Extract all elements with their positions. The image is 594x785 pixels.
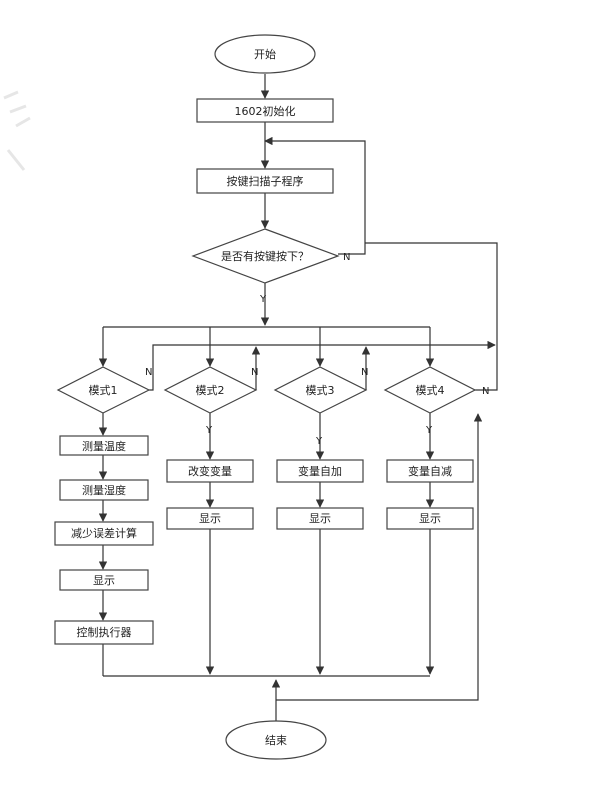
start-terminal: 开始 — [214, 34, 316, 74]
init-label: 1602初始化 — [235, 104, 296, 118]
mode4-label: 模式4 — [416, 384, 445, 397]
m3-display-label: 显示 — [309, 512, 331, 525]
m2-display: 显示 — [166, 507, 254, 530]
decision-no-label: N — [343, 252, 350, 263]
init-process: 1602初始化 — [196, 98, 334, 123]
mode2-yes-label: Y — [205, 425, 213, 436]
mode2-label: 模式2 — [196, 384, 225, 397]
keypress-decision: 是否有按键按下？ — [191, 228, 340, 284]
mode4-decision: 模式4 — [383, 366, 477, 414]
m4-display-label: 显示 — [419, 512, 441, 525]
m4-variable-decrement: 变量自减 — [386, 459, 474, 483]
m1-measure-temp: 测量温度 — [59, 435, 149, 456]
m1-measure-humidity: 测量湿度 — [59, 479, 149, 501]
m1-control-actuator-label: 控制执行器 — [77, 625, 132, 639]
m4-variable-decrement-label: 变量自减 — [408, 464, 452, 478]
mode2-no-label: N — [251, 367, 258, 378]
m1-measure-humidity-label: 测量湿度 — [82, 483, 126, 497]
m2-change-variable-label: 改变变量 — [188, 464, 232, 478]
m2-change-variable: 改变变量 — [166, 459, 254, 483]
end-terminal: 结束 — [225, 720, 327, 760]
mode1-decision: 模式1 — [56, 366, 151, 414]
mode4-no-label: N — [482, 386, 489, 397]
scan-label: 按键扫描子程序 — [227, 174, 304, 188]
mode3-no-label: N — [361, 367, 368, 378]
scan-process: 按键扫描子程序 — [196, 168, 334, 194]
mode3-decision: 模式3 — [273, 366, 368, 414]
m3-variable-increment-label: 变量自加 — [298, 464, 342, 478]
mode1-no-label: N — [145, 367, 152, 378]
m1-error-calc-label: 减少误差计算 — [71, 526, 137, 540]
keypress-decision-label: 是否有按键按下？ — [221, 249, 309, 263]
m1-control-actuator: 控制执行器 — [54, 620, 154, 645]
watermark-marks — [3, 90, 31, 171]
mode3-label: 模式3 — [306, 384, 335, 397]
start-label: 开始 — [254, 47, 276, 61]
mode4-yes-label: Y — [425, 425, 433, 436]
m3-display: 显示 — [276, 507, 364, 530]
m1-error-calc: 减少误差计算 — [54, 521, 154, 546]
m1-display: 显示 — [59, 569, 149, 591]
m4-display: 显示 — [386, 507, 474, 530]
mode2-decision: 模式2 — [163, 366, 258, 414]
connectors — [98, 74, 498, 721]
mode1-label: 模式1 — [89, 384, 118, 397]
mode3-yes-label: Y — [315, 436, 323, 447]
m1-display-label: 显示 — [93, 574, 115, 587]
end-label: 结束 — [265, 734, 287, 747]
decision-yes-label: Y — [259, 294, 267, 305]
m3-variable-increment: 变量自加 — [276, 459, 364, 483]
m1-measure-temp-label: 测量温度 — [82, 439, 126, 453]
m2-display-label: 显示 — [199, 512, 221, 525]
